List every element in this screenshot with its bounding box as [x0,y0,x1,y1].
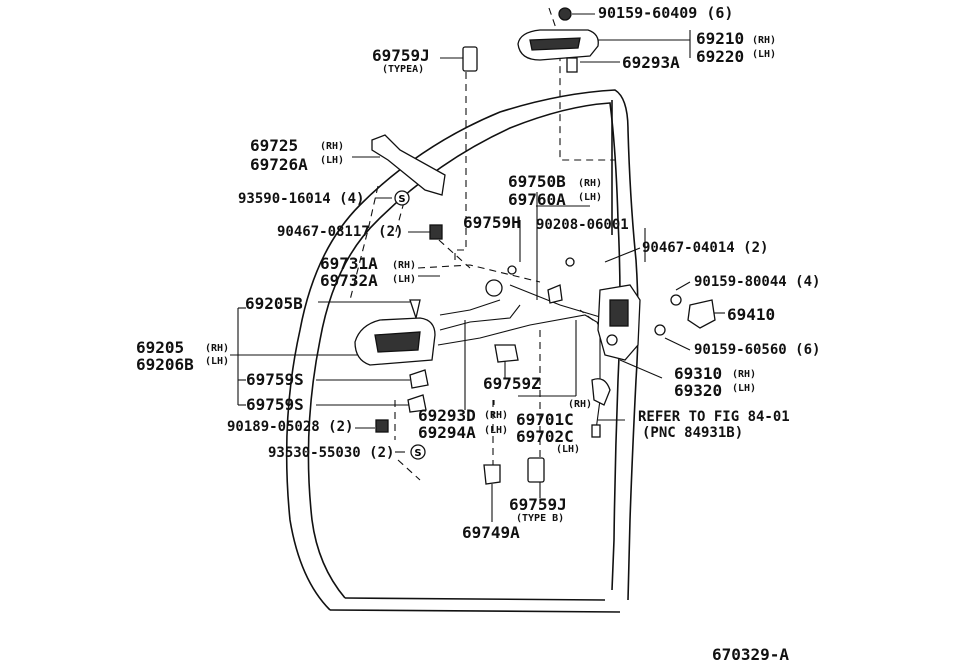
label-93530: 93530-55030 (2) [268,445,395,461]
screw-90159-60560 [654,324,666,336]
label-69205: 69205 [136,338,185,357]
label-refer-fig: REFER TO FIG 84-01 [638,409,790,425]
clip-69749a [483,464,501,485]
label-69759z: 69759Z [483,374,541,393]
s-mark-2-symbol: S [414,448,421,459]
label-69732a: 69732A [320,271,378,290]
label-69320: 69320 [674,381,723,400]
label-69293d-rh: (RH) [484,410,509,421]
label-69702c: 69702C [516,427,574,446]
label-69220-lh: (LH) [752,49,777,60]
label-90467-08117: 90467-08117 (2) [277,224,404,240]
label-69760a-lh: (LH) [578,192,603,203]
label-69726a-lh: (LH) [320,155,345,166]
label-69701c-rh: (RH) [568,399,593,410]
label-69726a: 69726A [250,155,308,174]
lock-rod-clip [547,284,563,304]
cable-assembly [591,378,611,438]
label-69210: 69210 [696,29,745,48]
s-mark-1-symbol: S [398,194,405,205]
label-69759s-1: 69759S [246,370,304,389]
outside-handle [517,29,599,61]
label-69293a: 69293A [622,53,680,72]
label-69760a: 69760A [508,190,566,209]
label-69205-rh: (RH) [205,343,230,354]
label-69759j-a: 69759J [372,46,430,65]
figure-code: 670329-A [712,645,790,664]
label-69725: 69725 [250,136,299,155]
label-69731a-rh: (RH) [392,260,417,271]
label-69310: 69310 [674,364,723,383]
screw-90159-80044 [670,294,682,306]
grommet-type-a [462,46,478,72]
label-69220: 69220 [696,47,745,66]
label-69310-rh: (RH) [732,369,757,380]
label-90159-60409: 90159-60409 (6) [598,4,734,22]
label-69410: 69410 [727,305,776,324]
label-pnc: (PNC 84931B) [642,425,744,441]
label-69759s-2: 69759S [246,395,304,414]
label-69701c: 69701C [516,410,574,429]
clip-90467-08117 [429,224,443,240]
leader-lines [230,13,725,522]
label-69294a-lh: (LH) [484,425,509,436]
label-93590: 93590-16014 (4) [238,191,365,207]
grommet-type-b [527,457,545,483]
label-69206b: 69206B [136,355,194,374]
screw-top [558,7,572,21]
handle-clip [566,57,578,73]
label-69702c-lh: (LH) [556,444,581,455]
clip-90189 [375,419,389,433]
inside-handle [354,317,436,366]
s-marks [394,190,426,460]
label-69320-lh: (LH) [732,383,757,394]
screw-69205b [409,299,421,321]
label-69205b: 69205B [245,294,303,313]
label-69759j-a-type: (TYPEA) [382,64,425,75]
label-69206b-lh: (LH) [205,356,230,367]
bracket-69725 [371,134,446,196]
label-69759h: 69759H [463,213,521,232]
label-69210-rh: (RH) [752,35,777,46]
label-69750b: 69750B [508,172,566,191]
label-90159-60560: 90159-60560 (6) [694,342,821,358]
label-90189: 90189-05028 (2) [227,419,354,435]
striker-69410 [687,299,716,329]
label-69749a: 69749A [462,523,520,542]
door-lock-assembly [597,284,641,361]
label-90467-04014: 90467-04014 (2) [642,240,769,256]
label-69750b-rh: (RH) [578,178,603,189]
bolt-90208 [507,257,575,275]
label-69293d: 69293D [418,406,476,425]
lever-69759h [485,279,503,297]
label-69731a: 69731A [320,254,378,273]
label-69759j-b: 69759J [509,495,567,514]
clips-69759s [407,369,429,413]
label-69294a: 69294A [418,423,476,442]
label-90208: 90208-06001 [536,217,629,233]
label-69732a-lh: (LH) [392,274,417,285]
label-69725-rh: (RH) [320,141,345,152]
label-69759j-b-type: (TYPE B) [516,513,565,524]
label-90159-80044: 90159-80044 (4) [694,274,821,290]
clip-69759z [494,344,519,363]
